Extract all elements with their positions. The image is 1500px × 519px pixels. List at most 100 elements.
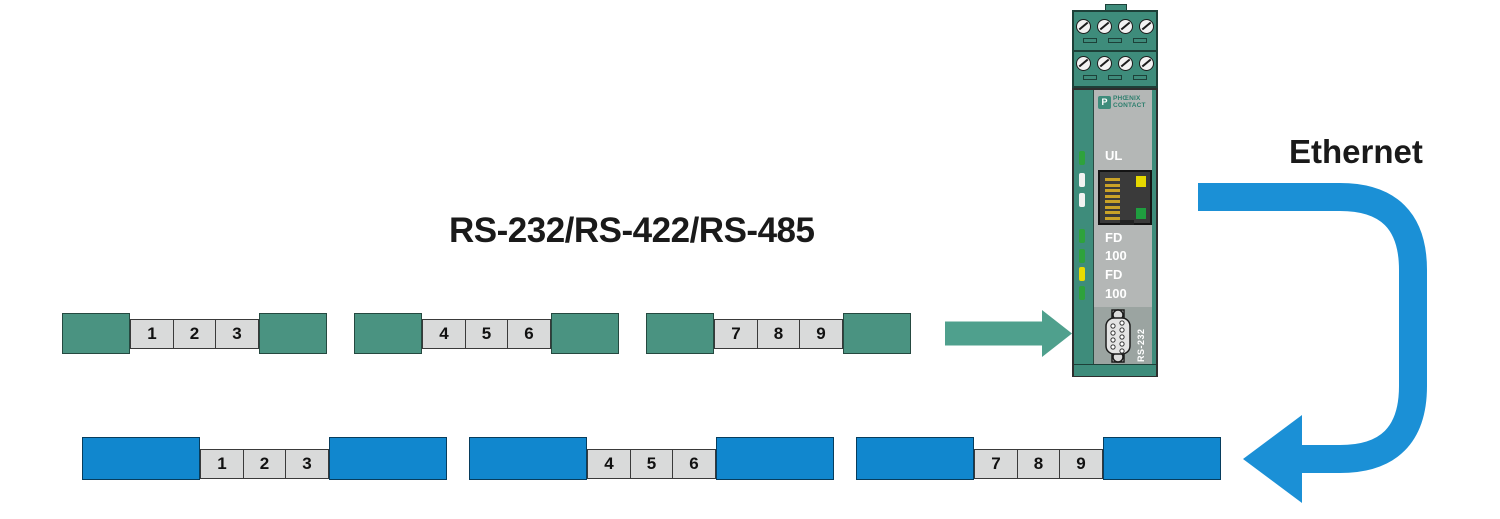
packet-cell: 2 [242, 449, 287, 479]
packet-block [329, 437, 447, 480]
packet-cell: 1 [130, 318, 174, 349]
packet-cell: 5 [629, 449, 674, 479]
screw-terminal-row [1076, 56, 1154, 71]
screw-terminal [1097, 56, 1112, 71]
packet-cell: 3 [215, 318, 259, 349]
status-led-white [1079, 173, 1085, 187]
screw-terminal [1097, 19, 1112, 34]
screw-terminal [1139, 56, 1154, 71]
rj45-pin [1105, 216, 1120, 220]
rj45-port [1098, 170, 1152, 225]
packet-cell: 1 [200, 449, 244, 479]
packet-block [469, 437, 587, 480]
status-led-green [1079, 229, 1085, 243]
status-led-yellow [1079, 267, 1085, 281]
packet-block [1103, 437, 1221, 480]
status-led-white [1079, 193, 1085, 207]
port-led-label: 100 [1105, 248, 1127, 263]
screw-terminal [1118, 56, 1133, 71]
serial-to-device-arrow-icon [945, 310, 1072, 357]
terminal-slot-row [1083, 38, 1147, 43]
brand-text: PHŒNIX CONTACT [1113, 95, 1146, 109]
status-led-green [1079, 151, 1085, 165]
status-led-green [1079, 249, 1085, 263]
terminal-slot [1108, 38, 1122, 43]
ethernet-title: Ethernet [1289, 133, 1423, 170]
packet-block [354, 313, 422, 354]
serial-protocols-title: RS-232/RS-422/RS-485 [449, 211, 815, 250]
terminal-slot [1133, 38, 1147, 43]
port-led-label: FD [1105, 230, 1123, 245]
port-led-label: FD [1105, 267, 1123, 282]
rj45-pin [1105, 205, 1120, 209]
packet-cell: 7 [714, 318, 758, 349]
packet-block [856, 437, 974, 480]
terminal-block [1072, 10, 1158, 88]
screw-terminal [1118, 19, 1133, 34]
terminal-slot [1133, 75, 1147, 80]
packet-cell: 9 [799, 318, 843, 349]
rj45-yellow-led [1136, 176, 1146, 187]
brand-line2: CONTACT [1113, 102, 1146, 109]
ethernet-arrow-icon [1198, 183, 1427, 503]
device-right-edge [1152, 90, 1156, 375]
packet-block [551, 313, 619, 354]
packet-cell: 6 [672, 449, 716, 479]
rj45-pin [1105, 194, 1120, 198]
brand-p-icon: P [1098, 95, 1111, 109]
terminal-slot [1083, 75, 1097, 80]
screw-terminal [1076, 19, 1091, 34]
brand-line1: PHŒNIX [1113, 95, 1141, 102]
ul-label: UL [1105, 148, 1123, 163]
packet-cell: 6 [507, 318, 551, 349]
rj45-pin [1105, 211, 1120, 214]
packet-cell: 4 [587, 449, 631, 479]
status-led-green [1079, 286, 1085, 300]
packet-cell: 2 [172, 318, 217, 349]
db9-connector-icon [1105, 309, 1131, 363]
device-base-strip [1074, 364, 1156, 376]
port-led-label: 100 [1105, 286, 1127, 301]
packet-block [82, 437, 200, 480]
rj45-pin [1105, 178, 1120, 181]
rj45-pins [1105, 178, 1120, 220]
terminal-slot [1083, 38, 1097, 43]
rj45-pin [1105, 200, 1120, 203]
packet-cell: 4 [422, 318, 466, 349]
serial-port-label: RS-232 [1136, 328, 1146, 362]
rj45-latch [1120, 220, 1134, 225]
terminal-slot-row [1083, 75, 1147, 80]
packet-cell: 9 [1059, 449, 1103, 479]
rj45-green-led [1136, 208, 1146, 219]
packet-cell: 7 [974, 449, 1018, 479]
phoenix-contact-logo: P PHŒNIX CONTACT [1098, 95, 1146, 109]
packet-block [259, 313, 327, 354]
packet-block [646, 313, 714, 354]
packet-cell: 8 [1016, 449, 1061, 479]
packet-cell: 5 [464, 318, 509, 349]
packet-block [62, 313, 130, 354]
rj45-pin [1105, 189, 1120, 192]
rj45-pin [1105, 183, 1120, 187]
packet-block [843, 313, 911, 354]
screw-terminal-row [1076, 19, 1154, 34]
screw-terminal [1139, 19, 1154, 34]
packet-block [716, 437, 834, 480]
packet-cell: 3 [285, 449, 329, 479]
